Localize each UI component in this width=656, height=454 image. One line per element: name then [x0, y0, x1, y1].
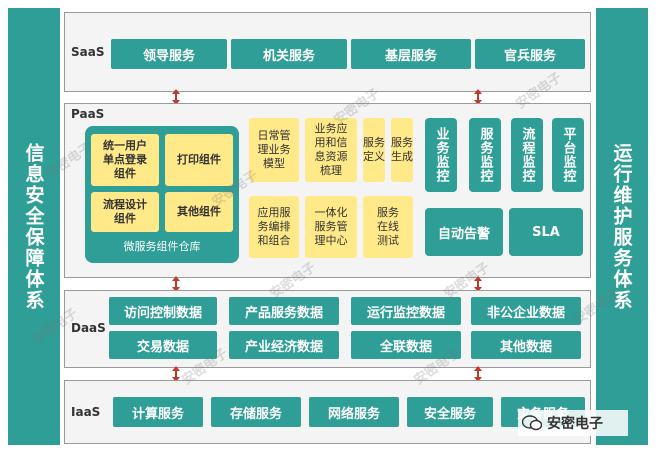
monitor-label: 服务监控 [477, 127, 493, 183]
layer-arrow [474, 89, 482, 105]
layer-arrow [172, 276, 180, 292]
monitor-label: 流程监控 [519, 127, 535, 183]
saas-item[interactable]: 官兵服务 [475, 39, 585, 69]
monitor-item[interactable]: 平台监控 [552, 118, 584, 192]
saas-item[interactable]: 机关服务 [231, 39, 347, 69]
component-item-label: 打印组件 [177, 153, 221, 166]
component-item[interactable]: 统一用户 单点登录 组件 [91, 134, 159, 186]
daas-item[interactable]: 全联数据 [351, 331, 461, 359]
paas-service-label: 一体化 服务管 理中心 [314, 206, 348, 247]
component-item[interactable]: 其他组件 [165, 192, 233, 232]
paas-service-item[interactable]: 业务应 用和信 息资源 梳理 [305, 118, 357, 182]
component-item-label: 统一用户 单点登录 组件 [103, 139, 147, 180]
monitor-item[interactable]: 业务监控 [425, 118, 457, 192]
saas-layer: SaaS 领导服务 机关服务 基层服务 官兵服务 [64, 12, 591, 92]
paas-service-item[interactable]: 应用服 务编排 和组合 [249, 196, 299, 258]
iaas-item[interactable]: 计算服务 [113, 397, 203, 427]
component-item-label: 其他组件 [177, 205, 221, 218]
security-system-sidebar: 信息安全保障体系 [8, 8, 60, 445]
monitor-label: 业务监控 [433, 127, 449, 183]
monitor-item[interactable]: 服务监控 [469, 118, 501, 192]
paas-service-item[interactable]: 一体化 服务管 理中心 [305, 196, 357, 258]
daas-layer: DaaS 访问控制数据 产品服务数据 运行监控数据 非公企业数据 交易数据 产业… [64, 290, 591, 368]
brand-name: 安密电子 [547, 416, 603, 432]
layer-arrow [172, 89, 180, 105]
brand-badge: 安密电子 [518, 410, 628, 436]
paas-service-label: 服务 在线 测试 [377, 206, 399, 247]
iaas-item[interactable]: 存储服务 [211, 397, 301, 427]
paas-layer: PaaS 统一用户 单点登录 组件 打印组件 流程设计 组件 其他组件 微服务组… [64, 103, 591, 278]
auto-alert-button[interactable]: 自动告警 [425, 208, 503, 256]
monitor-label: 平台监控 [560, 127, 576, 183]
iaas-item[interactable]: 安全服务 [407, 397, 493, 427]
daas-item[interactable]: 其他数据 [471, 331, 581, 359]
daas-item[interactable]: 产品服务数据 [229, 297, 339, 325]
saas-layer-name: SaaS [71, 45, 105, 59]
paas-service-label: 应用服 务编排 和组合 [257, 206, 291, 247]
saas-item[interactable]: 领导服务 [111, 39, 227, 69]
saas-item[interactable]: 基层服务 [351, 39, 471, 69]
chat-bubble-icon [522, 415, 542, 431]
iaas-layer: IaaS 计算服务 存储服务 网络服务 安全服务 灾备服务 [64, 380, 591, 444]
paas-service-item[interactable]: 日常管 理业务 模型 [249, 118, 299, 182]
layer-arrow [474, 366, 482, 382]
iaas-item[interactable]: 网络服务 [309, 397, 399, 427]
monitor-item[interactable]: 流程监控 [511, 118, 543, 192]
daas-item[interactable]: 非公企业数据 [471, 297, 581, 325]
iaas-layer-name: IaaS [71, 405, 101, 419]
component-item[interactable]: 打印组件 [165, 134, 233, 186]
paas-service-item[interactable]: 服务 生成 [391, 118, 413, 182]
operations-system-sidebar: 运行维护服务体系 [596, 8, 648, 445]
security-system-label: 信息安全保障体系 [22, 142, 45, 311]
daas-item[interactable]: 访问控制数据 [109, 297, 217, 325]
component-repository: 统一用户 单点登录 组件 打印组件 流程设计 组件 其他组件 微服务组件仓库 [85, 126, 239, 263]
paas-service-item[interactable]: 服务 定义 [363, 118, 385, 182]
daas-layer-name: DaaS [71, 321, 106, 335]
sla-button[interactable]: SLA [509, 208, 583, 256]
layer-arrow [172, 366, 180, 382]
operations-system-label: 运行维护服务体系 [610, 142, 633, 311]
daas-item[interactable]: 产业经济数据 [229, 331, 339, 359]
paas-service-label: 服务 定义 [363, 136, 385, 163]
component-repository-label: 微服务组件仓库 [123, 240, 201, 253]
paas-service-label: 服务 生成 [391, 136, 413, 163]
paas-service-label: 业务应 用和信 息资源 梳理 [314, 122, 348, 177]
layer-arrow [474, 276, 482, 292]
daas-item[interactable]: 运行监控数据 [351, 297, 461, 325]
daas-item[interactable]: 交易数据 [109, 331, 217, 359]
component-item[interactable]: 流程设计 组件 [91, 192, 159, 232]
paas-layer-name: PaaS [71, 107, 105, 121]
component-item-label: 流程设计 组件 [103, 198, 147, 225]
paas-service-item[interactable]: 服务 在线 测试 [363, 196, 413, 258]
paas-service-label: 日常管 理业务 模型 [257, 129, 291, 170]
